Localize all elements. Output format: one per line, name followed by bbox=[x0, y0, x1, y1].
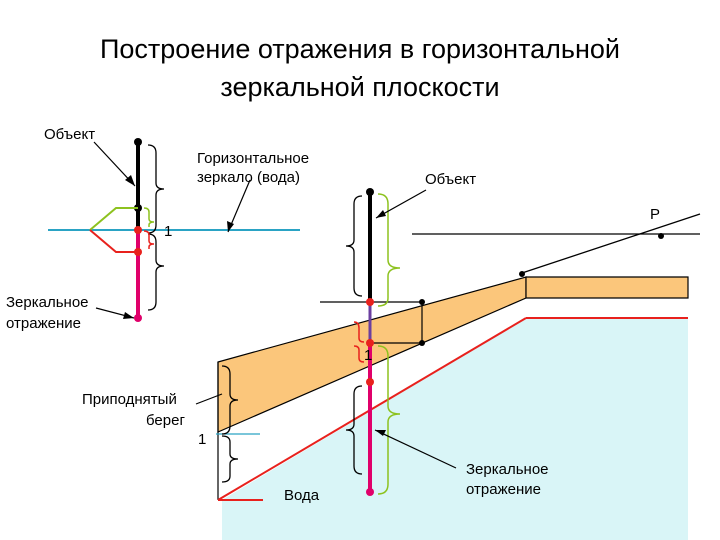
bank-right bbox=[525, 276, 689, 299]
label-mirror-line2: зеркало (вода) bbox=[197, 169, 300, 186]
right-object-top-dot bbox=[366, 188, 374, 196]
label-reflection-right-line1: Зеркальное bbox=[466, 461, 549, 478]
title-line-2: зеркальной плоскости bbox=[220, 72, 500, 102]
label-reflection-left-line1: Зеркальное bbox=[6, 294, 89, 311]
right-object-base-dot bbox=[366, 298, 374, 306]
right-small-brace-red-2 bbox=[353, 345, 365, 363]
label-bank-line2: берег bbox=[146, 412, 185, 429]
left-brace-upper bbox=[147, 144, 165, 234]
bank-brace-lower bbox=[221, 435, 239, 483]
right-brace-object bbox=[345, 195, 363, 297]
label-unit-left: 1 bbox=[164, 223, 172, 240]
label-object-left: Объект bbox=[44, 126, 95, 143]
right-brace-green-upper bbox=[377, 193, 401, 307]
water-area bbox=[222, 318, 688, 540]
right-brace-reflection bbox=[345, 385, 363, 475]
left-small-brace-green bbox=[143, 207, 155, 227]
label-point-p: P bbox=[650, 206, 660, 223]
label-reflection-right-line2: отражение bbox=[466, 481, 541, 498]
right-brace-green-lower bbox=[377, 345, 401, 495]
bank-brace-upper bbox=[221, 365, 239, 435]
left-reflection-bottom-dot bbox=[134, 314, 142, 322]
right-mirror-dot bbox=[366, 339, 374, 347]
left-mirror-dot bbox=[134, 226, 142, 234]
pointer-arrowheads bbox=[123, 175, 386, 436]
bank-corner-dot bbox=[519, 271, 525, 277]
sight-lines bbox=[320, 213, 701, 344]
left-object-top-dot bbox=[134, 138, 142, 146]
label-bank-line1: Приподнятый bbox=[82, 391, 177, 408]
left-brace-lower bbox=[147, 233, 165, 311]
label-water: Вода bbox=[284, 487, 320, 504]
bank-top-dot bbox=[419, 299, 425, 305]
label-reflection-left-line2: отражение bbox=[6, 315, 81, 332]
left-bank-red bbox=[89, 229, 138, 253]
label-unit-bank: 1 bbox=[198, 431, 206, 448]
right-reflection-dot bbox=[366, 378, 374, 386]
left-bank-green bbox=[89, 207, 138, 231]
title-line-1: Построение отражения в горизонтальной bbox=[100, 34, 620, 64]
point-p-dot bbox=[658, 233, 664, 239]
label-unit-middle: 1 bbox=[364, 347, 372, 364]
label-mirror-line1: Горизонтальное bbox=[197, 150, 309, 167]
right-small-brace-red-1 bbox=[353, 321, 365, 343]
bank-bottom-dot bbox=[419, 340, 425, 346]
left-small-brace-red bbox=[143, 230, 155, 249]
right-reflection-bottom-dot bbox=[366, 488, 374, 496]
slide-title: Построение отражения в горизонтальной зе… bbox=[0, 30, 720, 106]
label-object-right: Объект bbox=[425, 171, 476, 188]
